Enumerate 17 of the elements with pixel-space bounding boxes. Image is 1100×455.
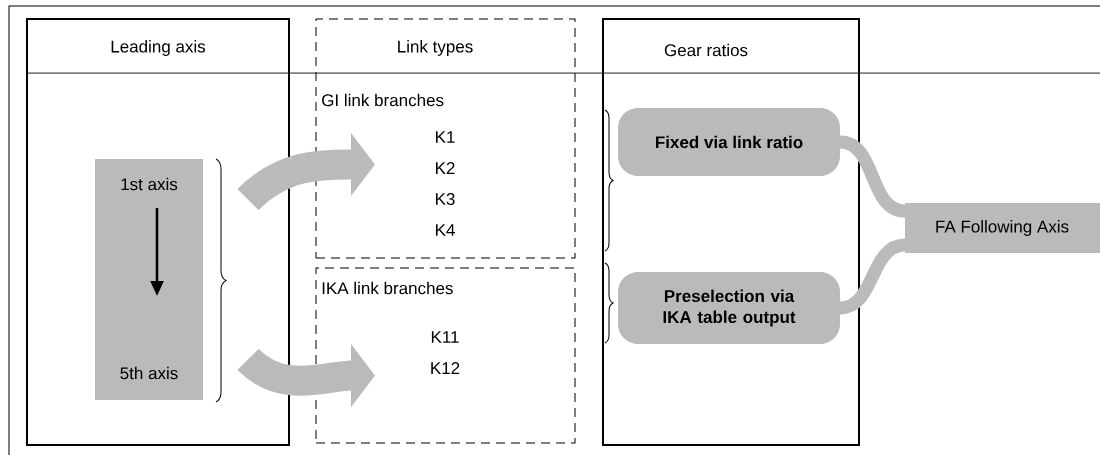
label-text: K11 [431,331,459,343]
label-text: FA Following Axis [936,220,1069,236]
label-text: K2 [436,162,455,174]
label-text: GI link branches [322,93,444,107]
label-text: 1st axis [121,177,178,191]
label-text: 5th axis [120,366,178,380]
label-text: K1 [436,131,455,143]
label-text: K3 [436,193,455,206]
label-text: IKA link branches [322,281,453,295]
label-text: K12 [431,362,460,374]
label-text: Preselection via IKA table output [663,289,796,327]
label-text: K4 [436,224,455,236]
label-text: Fixed via link ratio [656,135,803,149]
shaded-arrow [237,132,375,211]
label-text: Leading axis [111,40,206,56]
label-text: Link types [398,40,473,56]
label-text: Gear ratios [664,43,748,57]
